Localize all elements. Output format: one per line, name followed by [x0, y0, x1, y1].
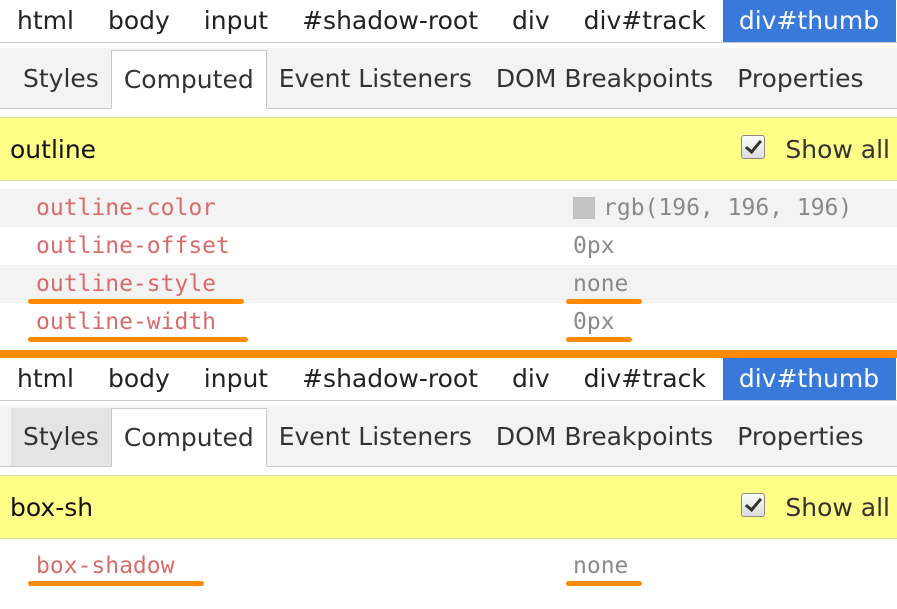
- highlight-underline: [28, 581, 204, 586]
- property-name: outline-offset: [36, 233, 230, 259]
- sidebar-tabs: Styles Computed Event Listeners DOM Brea…: [0, 406, 897, 467]
- filter-bar: outline Show all: [0, 117, 897, 181]
- breadcrumb-div[interactable]: div: [512, 6, 550, 35]
- breadcrumb-body[interactable]: body: [107, 6, 170, 35]
- property-name: box-shadow: [36, 553, 175, 579]
- property-row[interactable]: outline-style none: [0, 265, 897, 304]
- tab-dom-breakpoints[interactable]: DOM Breakpoints: [495, 422, 714, 451]
- property-value: none: [573, 271, 629, 297]
- tab-event-listeners[interactable]: Event Listeners: [278, 64, 472, 93]
- highlight-underline: [28, 337, 248, 342]
- breadcrumb-div-track[interactable]: div#track: [583, 6, 706, 35]
- breadcrumb: html body input #shadow-root div div#tra…: [0, 0, 897, 43]
- breadcrumb-shadow-root[interactable]: #shadow-root: [302, 6, 479, 35]
- show-all-label: Show all: [785, 134, 890, 164]
- breadcrumb-div-thumb[interactable]: div#thumb: [722, 358, 897, 400]
- highlight-underline: [566, 337, 632, 342]
- devtools-panel-outline: html body input #shadow-root div div#tra…: [0, 0, 897, 350]
- property-name: outline-color: [36, 195, 217, 221]
- computed-properties-list: box-shadow none: [0, 547, 897, 586]
- tab-computed[interactable]: Computed: [110, 408, 267, 467]
- tab-properties[interactable]: Properties: [737, 422, 864, 451]
- show-all-label: Show all: [785, 492, 890, 522]
- property-name: outline-style: [36, 271, 217, 297]
- property-name: outline-width: [36, 309, 217, 335]
- tab-styles[interactable]: Styles: [11, 408, 111, 466]
- tab-computed[interactable]: Computed: [110, 50, 267, 109]
- property-value: 0px: [573, 233, 615, 259]
- property-row[interactable]: outline-offset 0px: [0, 227, 897, 265]
- tab-styles[interactable]: Styles: [23, 64, 99, 93]
- filter-bar: box-sh Show all: [0, 475, 897, 539]
- tab-event-listeners[interactable]: Event Listeners: [278, 422, 472, 451]
- breadcrumb: html body input #shadow-root div div#tra…: [0, 358, 897, 401]
- property-value: none: [573, 553, 629, 579]
- show-all-checkbox[interactable]: [741, 135, 766, 159]
- filter-input[interactable]: box-sh: [10, 492, 94, 522]
- breadcrumb-input[interactable]: input: [203, 6, 269, 35]
- breadcrumb-div-track[interactable]: div#track: [583, 364, 706, 393]
- property-row[interactable]: outline-color rgb(196, 196, 196): [0, 189, 897, 227]
- sidebar-tabs: Styles Computed Event Listeners DOM Brea…: [0, 48, 897, 109]
- devtools-panel-box-shadow: html body input #shadow-root div div#tra…: [0, 358, 897, 609]
- tab-dom-breakpoints[interactable]: DOM Breakpoints: [495, 64, 714, 93]
- breadcrumb-div[interactable]: div: [512, 364, 550, 393]
- show-all-toggle[interactable]: Show all: [741, 493, 897, 522]
- highlight-underline: [566, 299, 642, 304]
- breadcrumb-input[interactable]: input: [203, 364, 269, 393]
- computed-properties-list: outline-color rgb(196, 196, 196) outline…: [0, 189, 897, 342]
- screenshot-separator: [0, 350, 897, 358]
- show-all-toggle[interactable]: Show all: [741, 135, 897, 164]
- tab-properties[interactable]: Properties: [737, 64, 864, 93]
- breadcrumb-div-thumb[interactable]: div#thumb: [722, 0, 897, 42]
- filter-input[interactable]: outline: [10, 134, 97, 164]
- property-row[interactable]: outline-width 0px: [0, 303, 897, 342]
- property-value: rgb(196, 196, 196): [573, 189, 852, 227]
- breadcrumb-body[interactable]: body: [107, 364, 170, 393]
- highlight-underline: [566, 581, 642, 586]
- breadcrumb-html[interactable]: html: [17, 6, 74, 35]
- color-swatch-icon[interactable]: [573, 197, 595, 219]
- breadcrumb-shadow-root[interactable]: #shadow-root: [302, 364, 479, 393]
- show-all-checkbox[interactable]: [741, 493, 766, 517]
- property-value-text: rgb(196, 196, 196): [603, 195, 853, 221]
- property-row[interactable]: box-shadow none: [0, 547, 897, 586]
- property-value: 0px: [573, 309, 615, 335]
- highlight-underline: [28, 299, 244, 304]
- breadcrumb-html[interactable]: html: [17, 364, 74, 393]
